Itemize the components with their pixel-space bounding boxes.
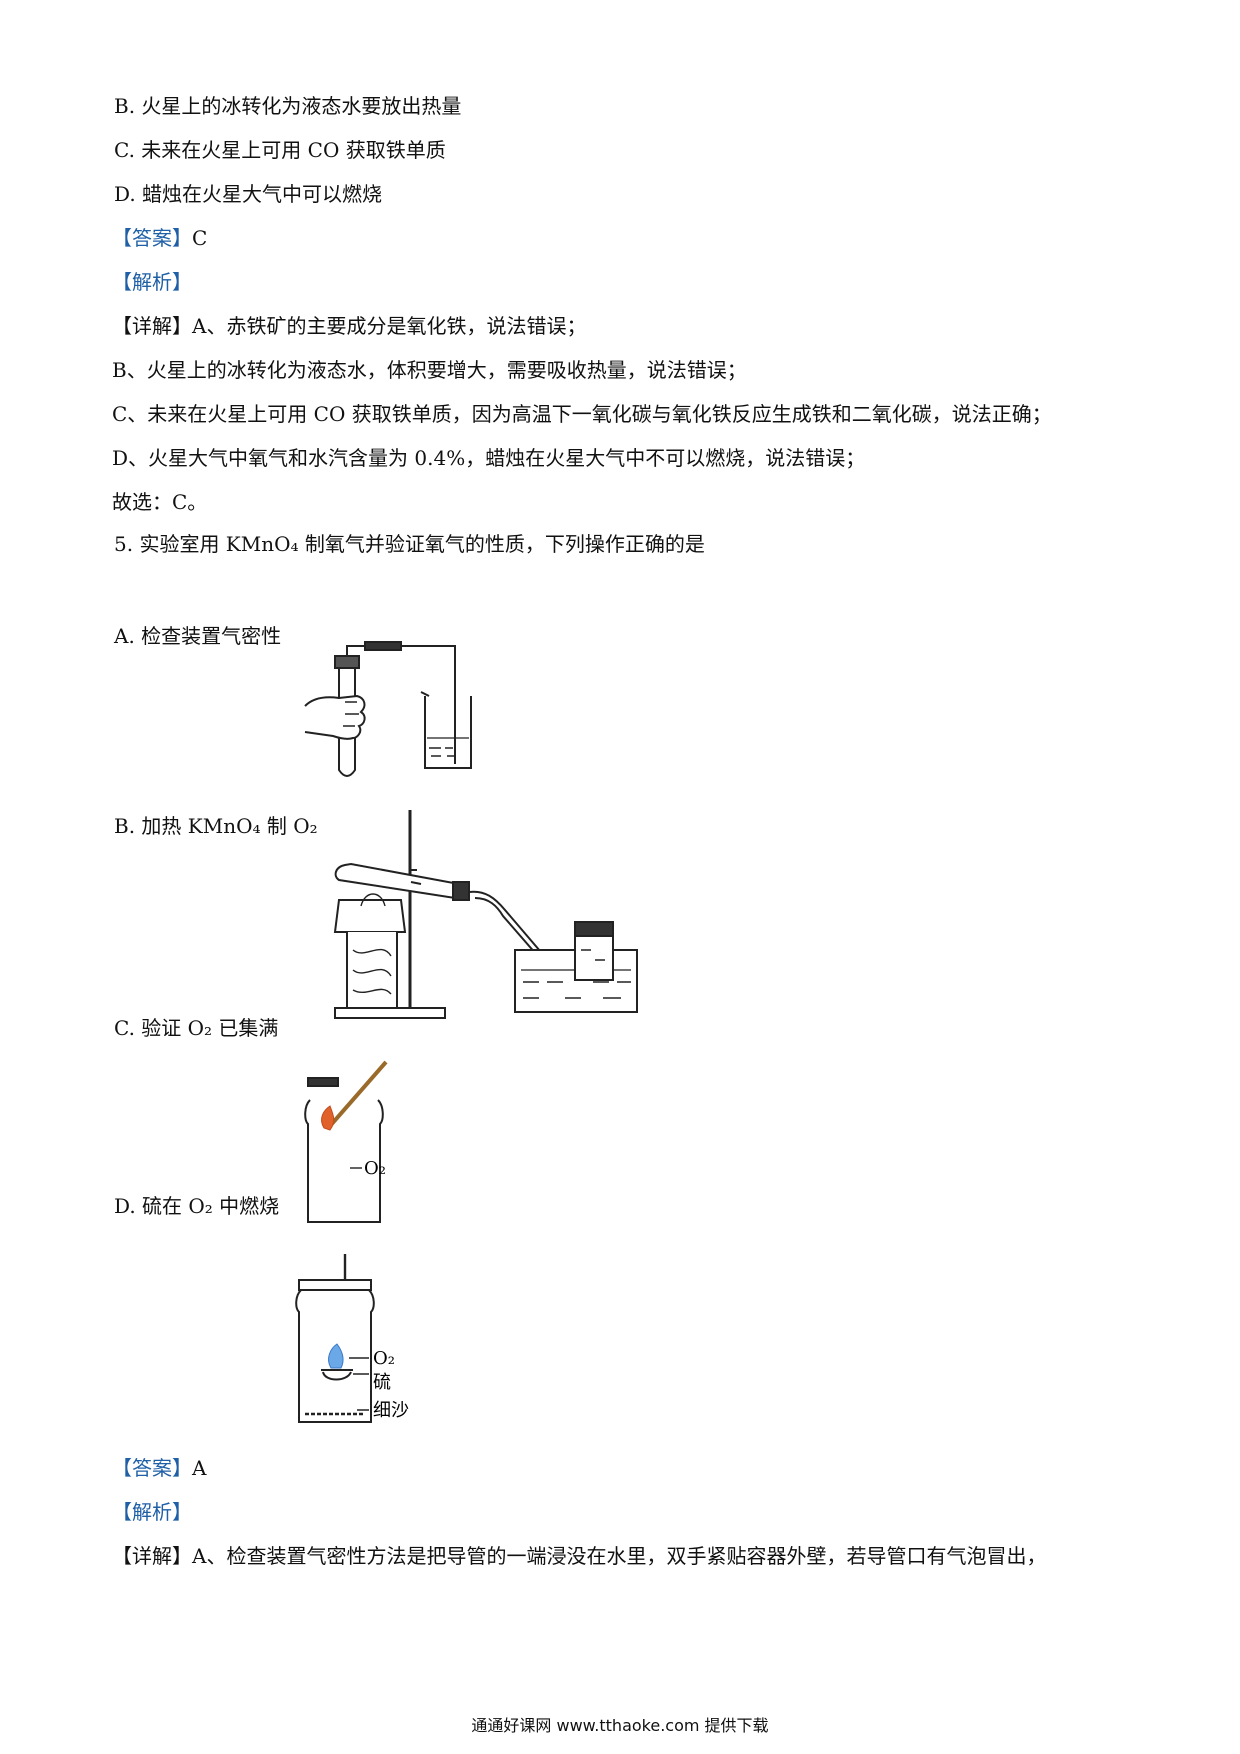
q5-option-b: B. 加热 KMnO₄ 制 O₂ — [114, 814, 318, 838]
q4-option-b: B. 火星上的冰转化为液态水要放出热量 — [114, 94, 462, 118]
airtightness-figure — [304, 641, 472, 777]
sulfur-burning-figure: O₂ 硫 细沙 — [295, 1254, 409, 1423]
q5-option-c: C. 验证 O₂ 已集满 — [114, 1016, 279, 1040]
fig-c-o2-label: O₂ — [364, 1158, 386, 1179]
q5-stem: 5. 实验室用 KMnO₄ 制氧气并验证氧气的性质，下列操作正确的是 — [114, 532, 705, 556]
q4-option-c: C. 未来在火星上可用 CO 获取铁单质 — [114, 138, 446, 162]
page-footer: 通通好课网 www.tthaoke.com 提供下载 — [471, 1716, 769, 1735]
q4-detail-c: C、未来在火星上可用 CO 获取铁单质，因为高温下一氧化碳与氧化铁反应生成铁和二… — [112, 402, 1052, 426]
detail-tag: 【详解】 — [112, 314, 192, 338]
q4-answer: 【答案】C — [112, 224, 207, 252]
q5-option-a: A. 检查装置气密性 — [114, 624, 282, 648]
q4-detail-b: B、火星上的冰转化为液态水，体积要增大，需要吸收热量，说法错误； — [112, 358, 747, 382]
q4-analysis-tag: 【解析】 — [112, 270, 192, 294]
answer-value: C — [192, 226, 208, 250]
answer-value: A — [192, 1456, 207, 1480]
fig-d-o2-label: O₂ — [373, 1348, 395, 1369]
fig-d-sulfur-label: 硫 — [373, 1372, 391, 1393]
detail-text: A、检查装置气密性方法是把导管的一端浸没在水里，双手紧贴容器外壁，若导管口有气泡… — [192, 1544, 1047, 1568]
q4-conclusion: 故选：C。 — [112, 490, 208, 514]
heating-kmno4-figure — [333, 810, 638, 1019]
q4-detail-a: 【详解】A、赤铁矿的主要成分是氧化铁，说法错误； — [112, 312, 586, 340]
answer-tag: 【答案】 — [112, 226, 192, 250]
fig-d-sand-label: 细沙 — [373, 1400, 409, 1421]
oxygen-full-test-figure: O₂ — [304, 1060, 388, 1223]
q5-analysis-tag: 【解析】 — [112, 1500, 192, 1524]
answer-tag: 【答案】 — [112, 1456, 192, 1480]
q4-detail-d: D、火星大气中氧气和水汽含量为 0.4%，蜡烛在火星大气中不可以燃烧，说法错误； — [112, 446, 866, 470]
q5-answer: 【答案】A — [112, 1454, 206, 1482]
q5-detail-a: 【详解】A、检查装置气密性方法是把导管的一端浸没在水里，双手紧贴容器外壁，若导管… — [112, 1542, 1046, 1570]
q4-option-d: D. 蜡烛在火星大气中可以燃烧 — [114, 182, 383, 206]
q5-option-d: D. 硫在 O₂ 中燃烧 — [114, 1194, 280, 1218]
detail-text: A、赤铁矿的主要成分是氧化铁，说法错误； — [192, 314, 587, 338]
detail-tag: 【详解】 — [112, 1544, 192, 1568]
